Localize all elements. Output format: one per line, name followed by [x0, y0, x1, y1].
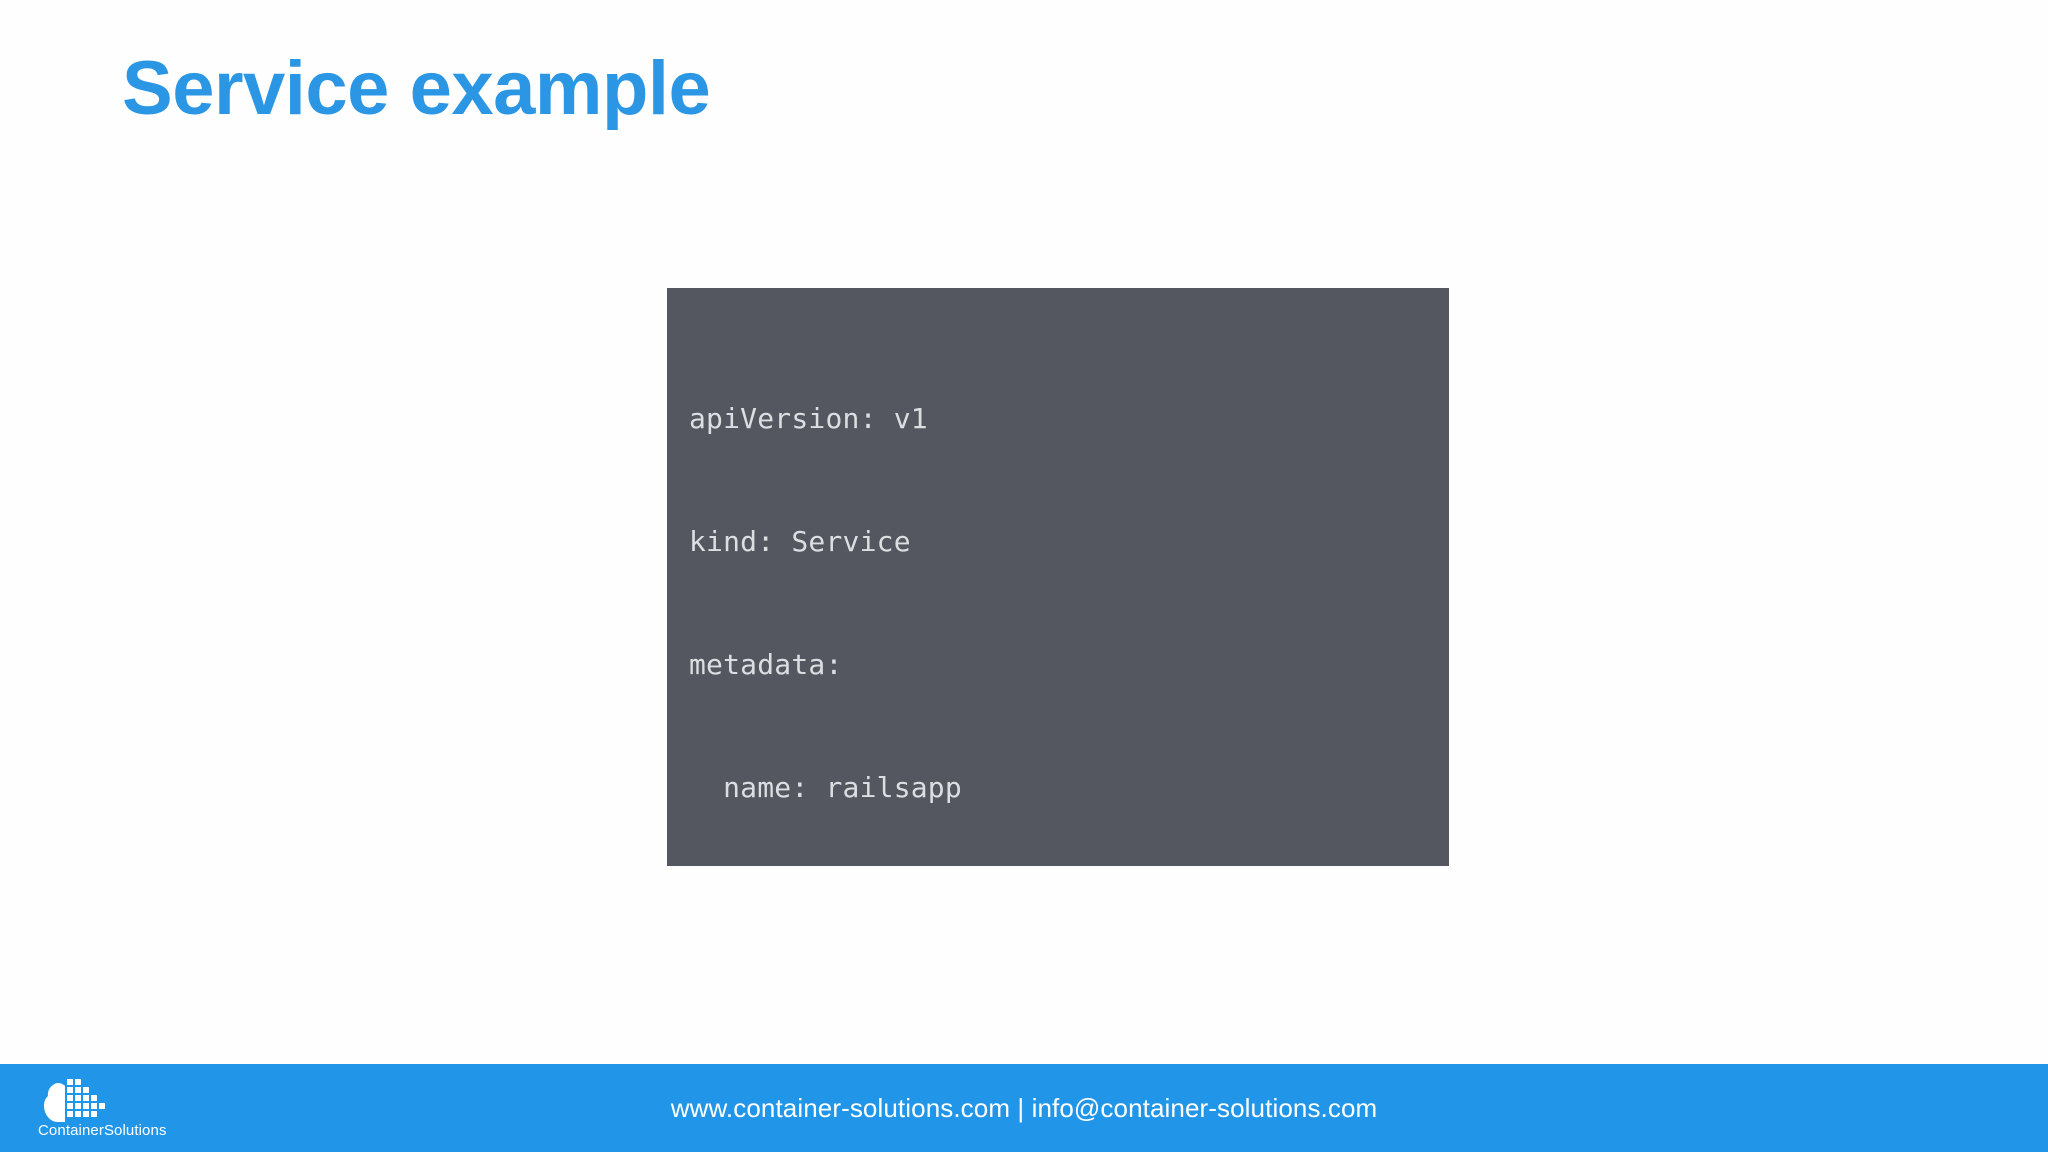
brand-logo: ContainerSolutions	[38, 1078, 167, 1142]
code-line: name: railsapp	[689, 771, 962, 804]
brand-wordmark: ContainerSolutions	[38, 1122, 167, 1139]
footer-bar: www.container-solutions.com | info@conta…	[0, 1064, 2048, 1152]
code-lines-container: apiVersion: v1 kind: Service metadata: n…	[689, 316, 1449, 866]
code-line: apiVersion: v1	[689, 402, 928, 435]
code-line: kind: Service	[689, 525, 911, 558]
footer-contact-text: www.container-solutions.com | info@conta…	[670, 1092, 1378, 1123]
page-title: Service example	[122, 46, 711, 131]
code-line: metadata:	[689, 648, 843, 681]
code-block: apiVersion: v1 kind: Service metadata: n…	[667, 288, 1449, 866]
cloud-pixel-logo-icon	[44, 1078, 116, 1122]
